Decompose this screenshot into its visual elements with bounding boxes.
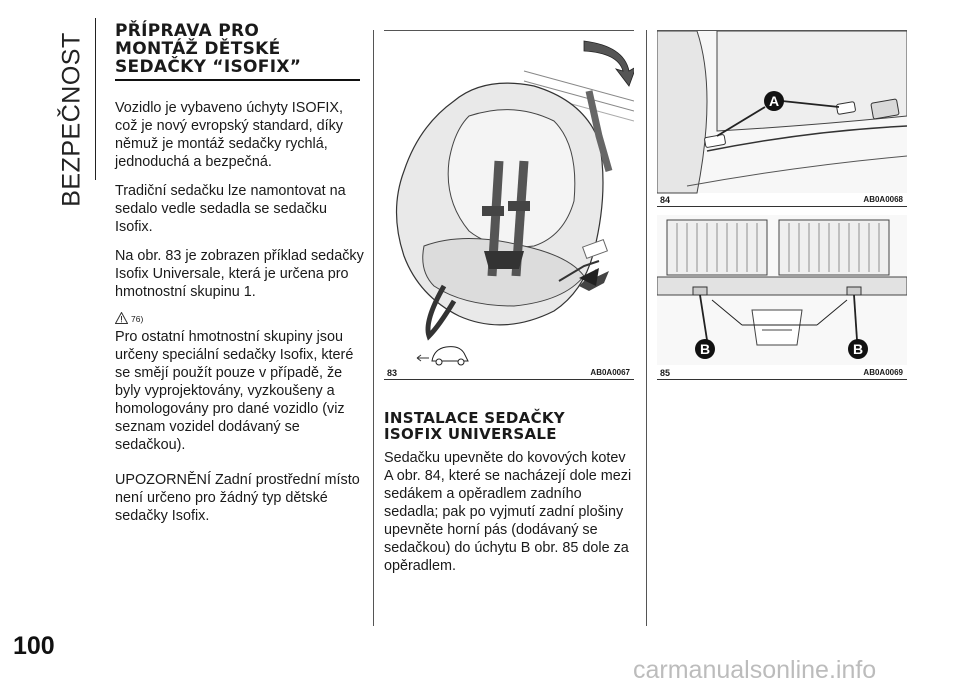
paragraph: UPOZORNĚNÍ Zadní prostřední místo není u… [115, 472, 360, 524]
paragraph: Tradiční sedačku lze namontovat na sedal… [115, 183, 346, 235]
heading-line: PŘÍPRAVA PRO [115, 21, 260, 41]
figure-number: 83 [387, 368, 398, 378]
heading-rule [115, 79, 360, 81]
heading-line: MONTÁŽ DĚTSKÉ [115, 39, 281, 59]
paragraph: Vozidlo je vybaveno úchyty ISOFIX, což j… [115, 100, 343, 170]
figure-84: A 84 AB0A0068 [656, 30, 908, 207]
column-divider [646, 30, 647, 626]
svg-text:B: B [853, 341, 863, 357]
heading-line: ISOFIX UNIVERSALE [384, 425, 557, 443]
callout-a-text: A [769, 93, 779, 109]
figure-code: AB0A0067 [590, 368, 630, 377]
callout-b-badge-left [695, 339, 715, 359]
section-rule [95, 18, 96, 180]
paragraph: Na obr. 83 je zobrazen příklad sedačky I… [115, 248, 364, 300]
isofix-anchor-illustration: A [656, 30, 908, 194]
section-label: BEZPEČNOST [57, 32, 86, 207]
paragraph: Sedačku upevněte do kovových kotev A obr… [384, 450, 632, 574]
warning-triangle-icon [115, 312, 128, 324]
subsection-heading: INSTALACE SEDAČKY ISOFIX UNIVERSALE [384, 410, 634, 442]
column-divider [373, 30, 374, 626]
figure-85: B B 85 AB0A0069 [656, 215, 908, 380]
heading-line: INSTALACE SEDAČKY [384, 409, 565, 427]
column-2-text: INSTALACE SEDAČKY ISOFIX UNIVERSALE Seda… [384, 410, 634, 575]
callout-a-badge [764, 91, 784, 111]
paragraph: Pro ostatní hmotnostní skupiny jsou urče… [115, 329, 354, 453]
tether-anchor-illustration: B B [656, 215, 908, 365]
child-seat-illustration [395, 40, 637, 366]
figure-code: AB0A0068 [863, 195, 903, 204]
figure-83: 83 AB0A0067 [384, 31, 637, 380]
heading-line: SEDAČKY “ISOFIX” [115, 57, 302, 77]
figure-code: AB0A0069 [863, 368, 903, 377]
figure-number: 84 [660, 195, 671, 205]
section-heading: PŘÍPRAVA PRO MONTÁŽ DĚTSKÉ SEDAČKY “ISOF… [115, 22, 365, 76]
callout-b-badge-right [848, 339, 868, 359]
watermark: carmanualsonline.info [633, 656, 877, 684]
figure-number: 85 [660, 368, 671, 378]
page-number: 100 [13, 632, 55, 660]
warning-ref-number: 76) [131, 314, 144, 324]
svg-text:B: B [700, 341, 710, 357]
figure-top-rule [384, 30, 634, 31]
column-1: PŘÍPRAVA PRO MONTÁŽ DĚTSKÉ SEDAČKY “ISOF… [115, 22, 365, 525]
warning-reference: 76) [115, 308, 365, 324]
